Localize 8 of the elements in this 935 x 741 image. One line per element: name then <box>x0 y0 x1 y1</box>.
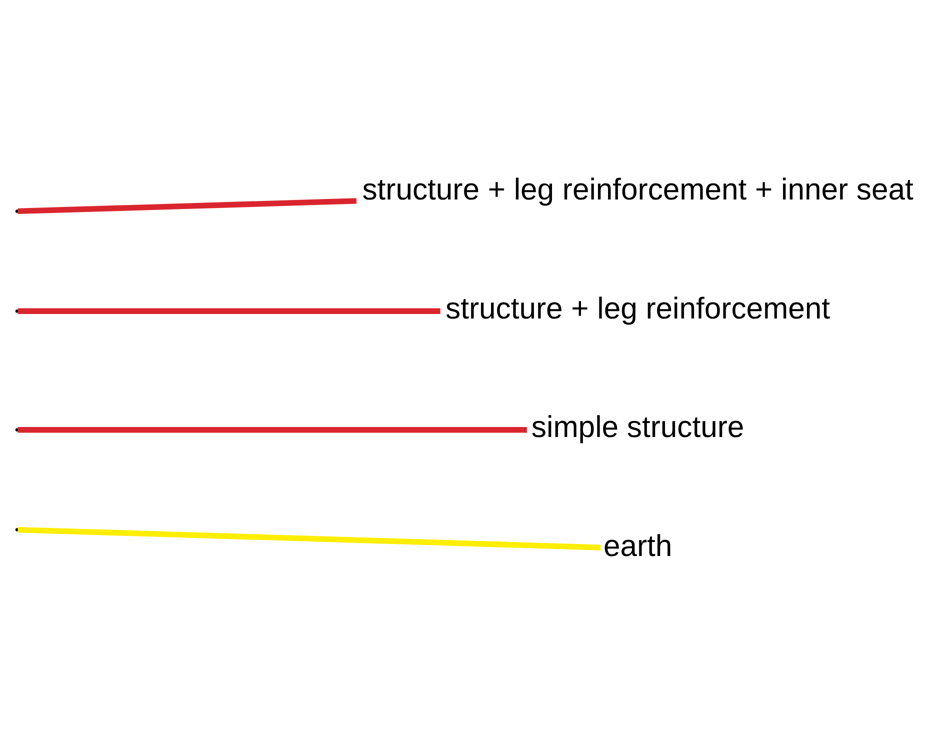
connector <box>18 308 440 314</box>
connector <box>18 526 601 550</box>
connector <box>18 198 357 214</box>
node-text: earth <box>603 530 672 563</box>
node-text: simple structure <box>531 411 744 444</box>
connector <box>18 427 527 433</box>
node-text: structure + leg reinforcement <box>446 292 830 326</box>
node-text: structure + leg reinforcement + inner seat <box>362 174 914 207</box>
